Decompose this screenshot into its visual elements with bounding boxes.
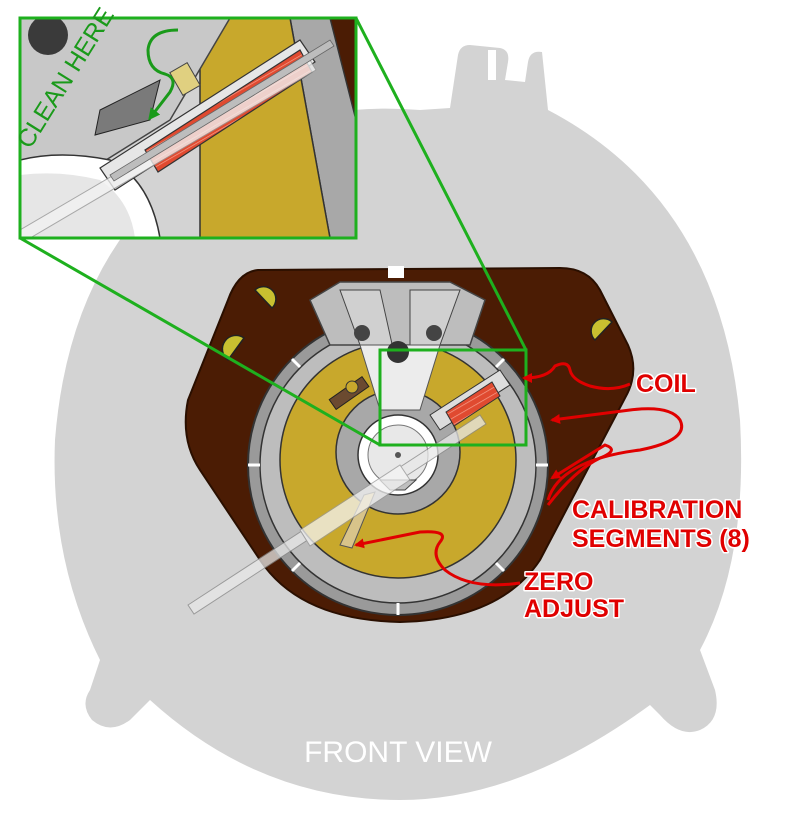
view-title: FRONT VIEW [304,736,492,769]
zoom-connector-right [354,17,528,351]
zero-adjust-label-line2: ADJUST [524,595,624,623]
zero-adjust-arrow [354,530,521,587]
clean-here-arrow [146,28,179,121]
coil-assembly [429,369,511,431]
pointer-needle [187,414,487,615]
calibration-label-line2: SEGMENTS (8) [572,525,750,553]
zoom-frame [18,16,358,240]
zoom-connector-left [19,236,381,447]
coil-arrow [522,362,631,391]
calibration-arrow-upper [546,407,683,501]
coil-label: COIL [636,370,696,398]
calibration-label-line1: CALIBRATION [572,496,742,524]
calibration-arrow-lower [546,443,613,506]
zoom-target-box [378,348,528,447]
calibration-segments [248,315,548,615]
zero-adjust-label-line1: ZERO [524,568,593,596]
top-slot [388,266,404,278]
zoom-inset [20,18,356,238]
mounting-screws [221,285,614,362]
